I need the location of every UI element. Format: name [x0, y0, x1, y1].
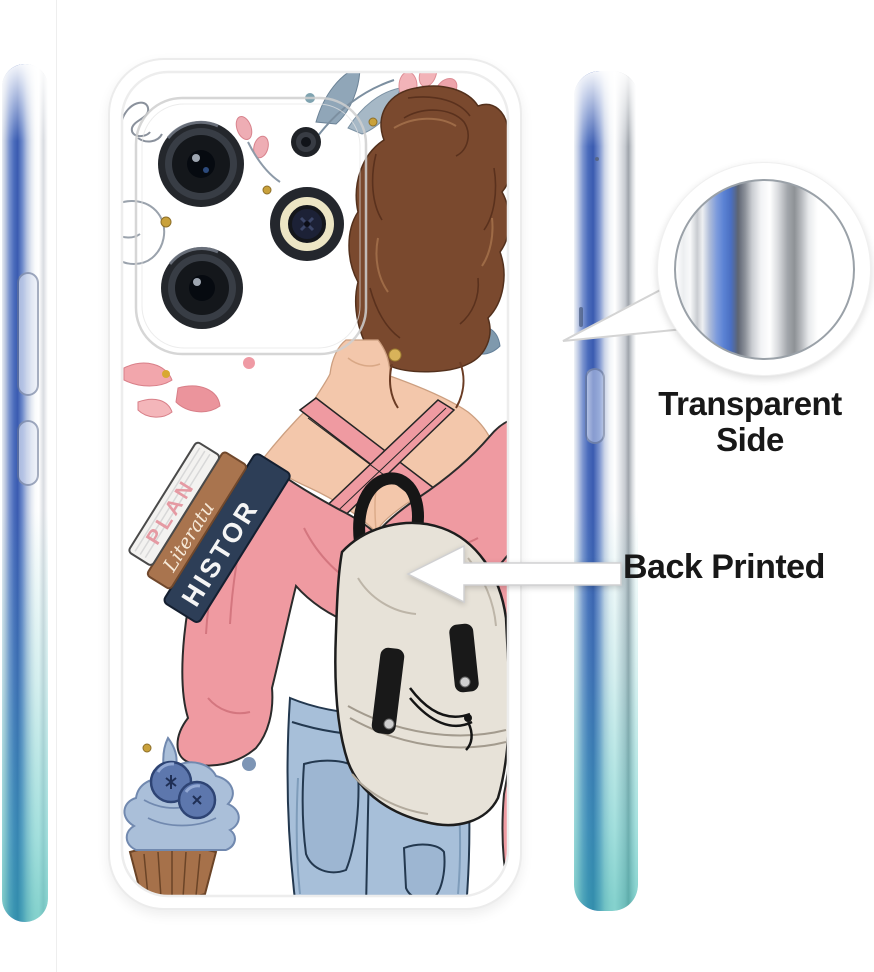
backpack	[334, 472, 508, 827]
side-button	[585, 368, 605, 444]
case-side-left	[2, 64, 48, 922]
transparent-texture-swatch	[673, 178, 855, 360]
volume-button	[17, 272, 39, 396]
blueberry-cupcake	[123, 736, 240, 896]
flash-led	[291, 127, 321, 157]
girl-hair-bun	[348, 85, 508, 373]
case-side-right	[574, 71, 638, 911]
transparent-side-label: Transparent Side	[638, 386, 862, 458]
power-button	[17, 420, 39, 486]
transparent-side-line2: Side	[716, 421, 784, 458]
doodle-squiggle	[122, 101, 163, 143]
zoom-circle	[657, 162, 871, 376]
mic-hole	[595, 157, 599, 161]
background-seam-line	[56, 0, 57, 972]
transparent-side-line1: Transparent	[658, 385, 842, 422]
camera-module	[134, 96, 368, 356]
case-artwork: HISTOR Literatu PLAN	[120, 70, 510, 898]
case-inner-lip	[120, 70, 510, 898]
back-printed-label: Back Printed	[623, 548, 825, 586]
secondary-camera-lens	[161, 247, 243, 329]
sim-slot	[579, 307, 583, 327]
phone-case-back: HISTOR Literatu PLAN	[108, 58, 522, 910]
macro-lens	[270, 187, 344, 261]
main-camera-lens	[158, 120, 244, 207]
